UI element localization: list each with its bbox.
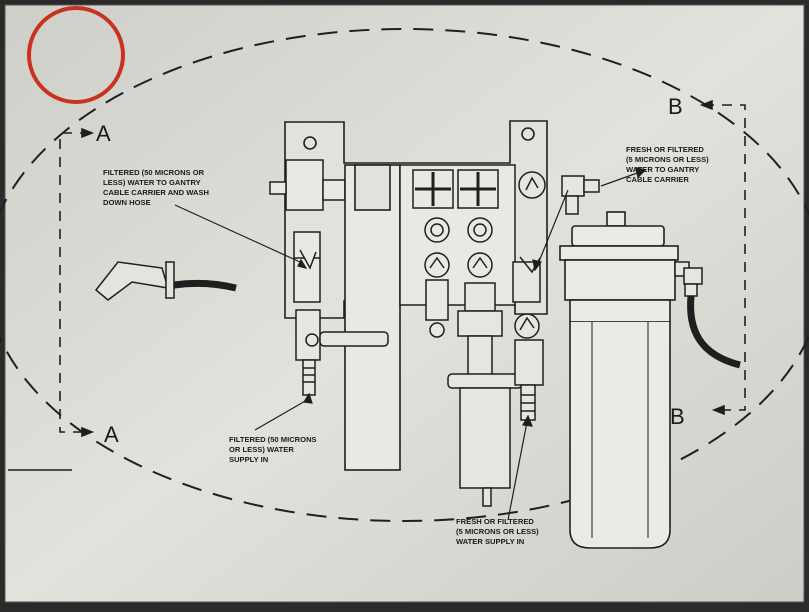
section-a-bottom-label: A bbox=[104, 422, 119, 447]
callout-fresh-to-gantry-line: (5 MICRONS OR LESS) bbox=[626, 155, 709, 164]
section-a-marker bbox=[59, 127, 95, 438]
callout-gantry-hose-line: LESS) WATER TO GANTRY bbox=[103, 178, 201, 187]
callout-supply-5-line: WATER SUPPLY IN bbox=[456, 537, 524, 546]
section-b-top-label: B bbox=[668, 94, 683, 119]
left-manifold bbox=[269, 159, 346, 303]
callout-fresh-to-gantry-line: CABLE CARRIER bbox=[626, 175, 689, 184]
callout-supply-5-line: (5 MICRONS OR LESS) bbox=[456, 527, 539, 536]
leader-lines bbox=[174, 189, 569, 521]
callout-supply-50: FILTERED (50 MICRONS OR LESS) WATER SUPP… bbox=[229, 435, 317, 464]
callout-gantry-hose-line: FILTERED (50 MICRONS OR bbox=[103, 168, 205, 177]
filter-canister bbox=[559, 211, 679, 549]
left-ball-valve bbox=[295, 309, 389, 396]
section-b-bottom-label: B bbox=[670, 404, 685, 429]
callout-supply-5-line: FRESH OR FILTERED bbox=[456, 517, 534, 526]
callout-fresh-to-gantry: FRESH OR FILTERED (5 MICRONS OR LESS) WA… bbox=[626, 145, 709, 184]
callout-supply-50-line: SUPPLY IN bbox=[229, 455, 268, 464]
section-b-marker bbox=[699, 99, 746, 416]
dashed-boundary bbox=[0, 28, 809, 522]
right-fittings bbox=[518, 167, 647, 215]
highlight-circle bbox=[27, 6, 125, 104]
callout-fresh-to-gantry-line: FRESH OR FILTERED bbox=[626, 145, 704, 154]
callout-supply-5: FRESH OR FILTERED (5 MICRONS OR LESS) WA… bbox=[456, 517, 539, 546]
section-a-top-label: A bbox=[96, 121, 111, 146]
callout-fresh-to-gantry-line: WATER TO GANTRY bbox=[626, 165, 699, 174]
callout-gantry-hose: FILTERED (50 MICRONS OR LESS) WATER TO G… bbox=[103, 168, 209, 207]
left-column bbox=[344, 164, 401, 471]
callout-supply-50-line: FILTERED (50 MICRONS bbox=[229, 435, 317, 444]
spray-nozzle bbox=[94, 261, 237, 301]
callout-gantry-hose-line: DOWN HOSE bbox=[103, 198, 151, 207]
right-elbow-hose bbox=[674, 261, 741, 369]
central-manifold bbox=[399, 164, 516, 338]
callout-supply-50-line: OR LESS) WATER bbox=[229, 445, 294, 454]
callout-gantry-hose-line: CABLE CARRIER AND WASH bbox=[103, 188, 209, 197]
